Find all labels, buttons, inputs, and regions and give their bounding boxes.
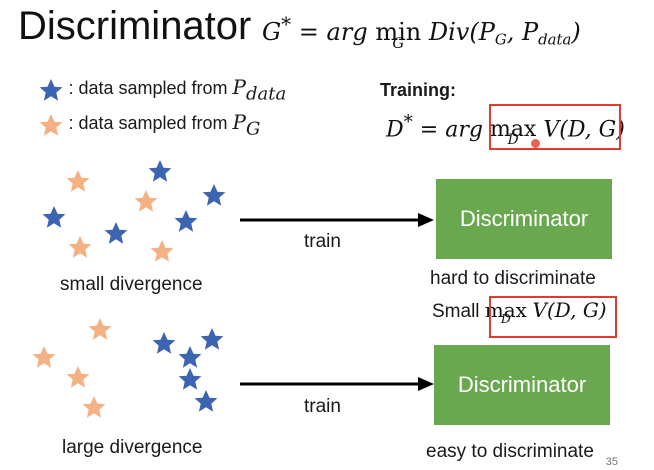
arrow-icon: [240, 377, 434, 391]
arrow-icon: [240, 213, 434, 227]
eq-sub1: G: [494, 30, 507, 49]
star-icon: [66, 366, 90, 388]
star-icon: [32, 346, 56, 368]
star-icon: [178, 368, 202, 390]
train-label: train: [304, 231, 341, 252]
highlight-box-small: [489, 296, 617, 338]
eq-mid: , P: [506, 18, 539, 46]
large-divergence-label: large divergence: [62, 437, 203, 458]
easy-to-discriminate-label: easy to discriminate: [426, 441, 594, 462]
eq-lhs: G: [262, 18, 282, 46]
star-icon: [39, 78, 63, 101]
star-icon: [194, 390, 218, 412]
small-divergence-label: small divergence: [60, 274, 203, 295]
eq-op: max: [489, 117, 537, 143]
discriminator-box: Discriminator: [434, 345, 610, 425]
legend-sub: G: [246, 118, 261, 140]
eq-op-sub: G: [392, 33, 405, 52]
eq-close: ): [571, 18, 581, 46]
small-prefix: Small: [432, 301, 485, 322]
eq-sup: *: [403, 112, 413, 133]
eq-lhs: D: [386, 117, 404, 143]
discriminator-box: Discriminator: [436, 179, 612, 259]
star-icon: [39, 113, 63, 136]
hard-to-discriminate-label: hard to discriminate: [430, 268, 596, 289]
star-icon: [88, 318, 112, 340]
eq-fn: Div(P: [428, 18, 495, 46]
star-icon: [104, 222, 128, 244]
star-icon: [42, 206, 66, 228]
legend-item-generated: : data sampled from PG: [38, 110, 260, 139]
eq-op: min: [375, 18, 422, 46]
legend-var: P: [232, 110, 246, 134]
legend-var: P: [232, 75, 246, 99]
star-icon: [134, 190, 158, 212]
star-icon: [82, 396, 106, 418]
eq-equals: =: [291, 18, 327, 46]
small-divergence-cluster: [42, 160, 226, 262]
star-icon: [152, 332, 176, 354]
legend-label: : data sampled from: [68, 113, 233, 133]
star-icon: [174, 210, 198, 232]
eq-equals: =: [412, 117, 446, 143]
legend-sub: data: [246, 83, 287, 105]
star-icon: [202, 184, 226, 206]
star-icon: [200, 328, 224, 350]
eq-sup: *: [281, 12, 292, 36]
eq-sub2: data: [538, 30, 572, 49]
eq-op-sub: D: [507, 131, 519, 148]
eq-op-sub: D: [500, 311, 511, 327]
train-label: train: [304, 396, 341, 417]
eq-fn: V(D, G): [543, 117, 625, 143]
star-icon: [148, 160, 172, 182]
training-heading: Training:: [380, 80, 456, 100]
large-divergence-cluster: [32, 318, 224, 418]
legend-label: : data sampled from: [68, 78, 233, 98]
eq-fn: V(D, G): [532, 298, 607, 322]
slide-title: Discriminator: [18, 4, 252, 48]
page-number: 35: [605, 456, 618, 468]
cursor-dot: [531, 139, 540, 148]
star-icon: [66, 170, 90, 192]
eq-op: max: [484, 298, 527, 322]
highlight-box-training: [489, 104, 621, 150]
star-icon: [68, 236, 92, 258]
star-icon: [178, 346, 202, 368]
legend-item-data: : data sampled from Pdata: [38, 75, 286, 104]
eq-arg: arg: [445, 117, 490, 143]
star-icon: [150, 240, 174, 262]
eq-arg: arg: [326, 18, 376, 46]
